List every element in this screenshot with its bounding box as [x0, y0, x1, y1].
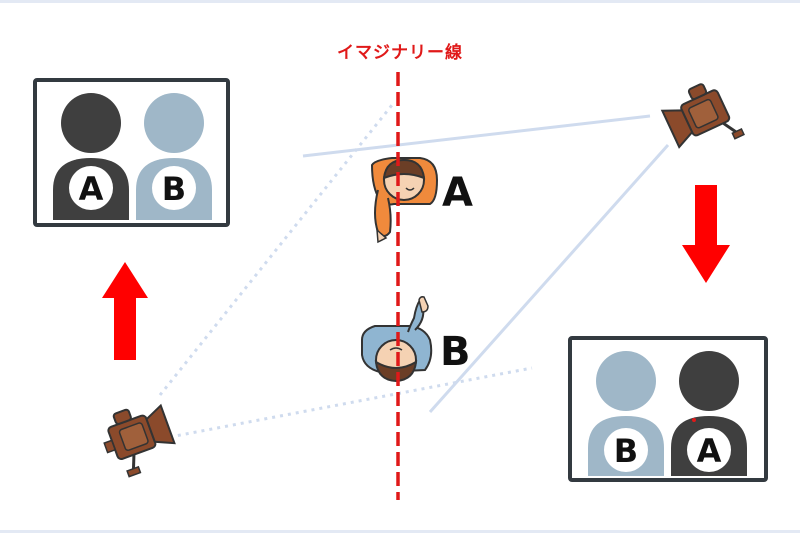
label-person-b: B: [440, 329, 471, 375]
screen-right: B A: [568, 336, 768, 482]
badge-b-right-screen: B: [614, 432, 638, 470]
badge-a-right-screen: A: [697, 432, 722, 470]
label-person-a: A: [442, 170, 473, 216]
sight-line-left-cam-top: [158, 104, 394, 396]
screen-left: A B: [33, 78, 230, 227]
person-silhouette-b-light: B: [136, 93, 212, 220]
person-silhouette-a-dark: A: [53, 93, 129, 220]
imaginary-line-label: イマジナリー線: [337, 43, 463, 63]
sight-line-right-cam-bottom: [428, 144, 670, 413]
camera-left-icon: [103, 403, 176, 478]
person-silhouette-b-light: B: [588, 351, 664, 476]
person-a-topview: [370, 157, 439, 244]
person-silhouette-a-dark: A: [671, 351, 747, 476]
badge-a-left-screen: A: [79, 170, 104, 208]
arrow-down-icon: [682, 185, 730, 283]
camera-right-icon: [660, 83, 745, 149]
sight-line-left-cam-bottom: [169, 366, 533, 439]
arrow-up-icon: [102, 262, 148, 360]
badge-b-left-screen: B: [162, 170, 186, 208]
sight-line-right-cam-top: [302, 114, 651, 158]
sight-lines: [158, 104, 670, 439]
person-b-topview: [361, 296, 433, 383]
